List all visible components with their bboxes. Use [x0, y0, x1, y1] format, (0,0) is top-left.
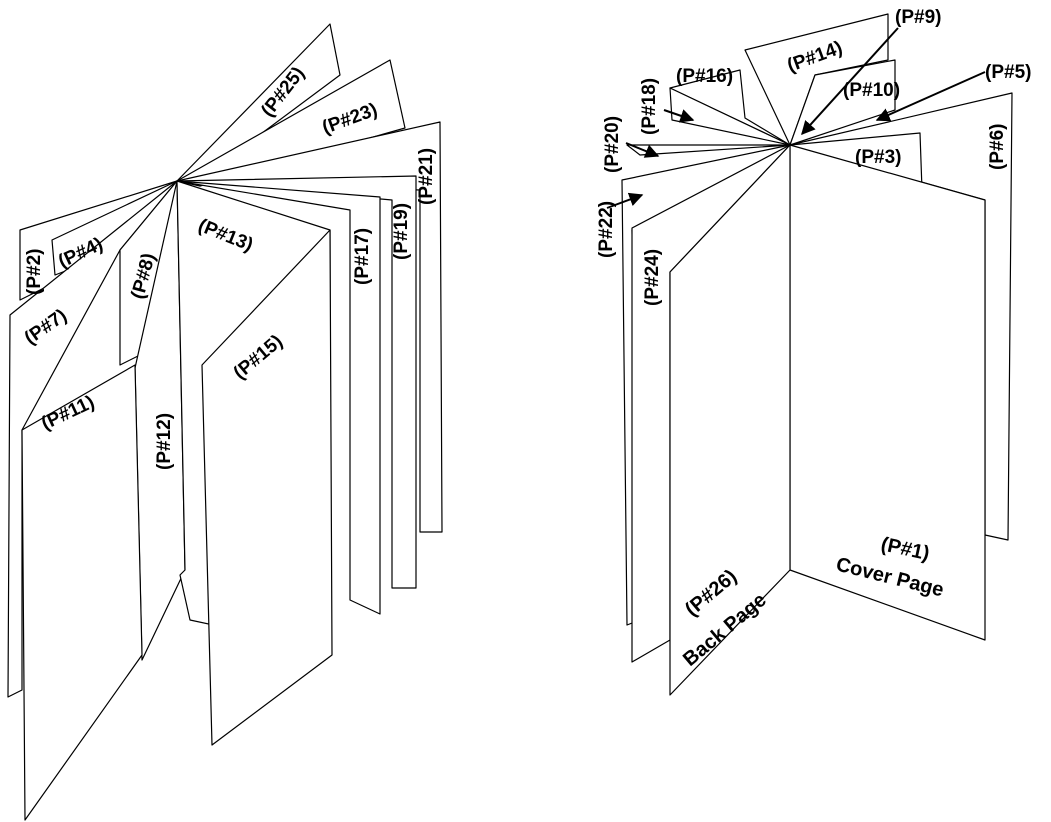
label-p2: (P#2)	[24, 249, 45, 295]
arrow-p9	[801, 27, 899, 136]
right-page-18	[669, 87, 791, 146]
left-page-23	[176, 59, 406, 187]
left-booklet: (P#25) (P#23) (P#21) (P#19) (P#17) (P#13…	[7, 23, 443, 821]
left-page-11	[21, 364, 143, 821]
label-p19: (P#19)	[391, 203, 412, 260]
label-p17: (P#17)	[352, 228, 373, 285]
right-page-10	[789, 59, 896, 146]
right-booklet: (P#9) (P#14) (P#10) (P#5) (P#16) (P#18) …	[596, 7, 1031, 696]
label-p18: (P#18)	[639, 78, 660, 135]
left-page-17	[176, 180, 381, 615]
arrow-p5	[875, 71, 986, 122]
label-p16: (P#16)	[676, 66, 733, 87]
label-p24: (P#24)	[642, 249, 663, 306]
label-p20: (P#20)	[602, 116, 623, 173]
right-page-26-back	[669, 144, 791, 696]
arrow-p18	[663, 109, 695, 123]
label-p6: (P#6)	[987, 124, 1008, 170]
label-p12: (P#12)	[154, 413, 175, 470]
label-p9: (P#9)	[895, 7, 941, 28]
label-p5: (P#5)	[985, 62, 1031, 83]
left-page-15	[201, 229, 333, 746]
label-p10: (P#10)	[843, 80, 900, 101]
label-p22: (P#22)	[596, 201, 617, 258]
right-page-20	[626, 144, 791, 156]
label-p3: (P#3)	[855, 147, 901, 168]
arrow-p20	[625, 142, 660, 158]
label-p21: (P#21)	[416, 148, 437, 205]
arrow-p22	[606, 192, 644, 209]
